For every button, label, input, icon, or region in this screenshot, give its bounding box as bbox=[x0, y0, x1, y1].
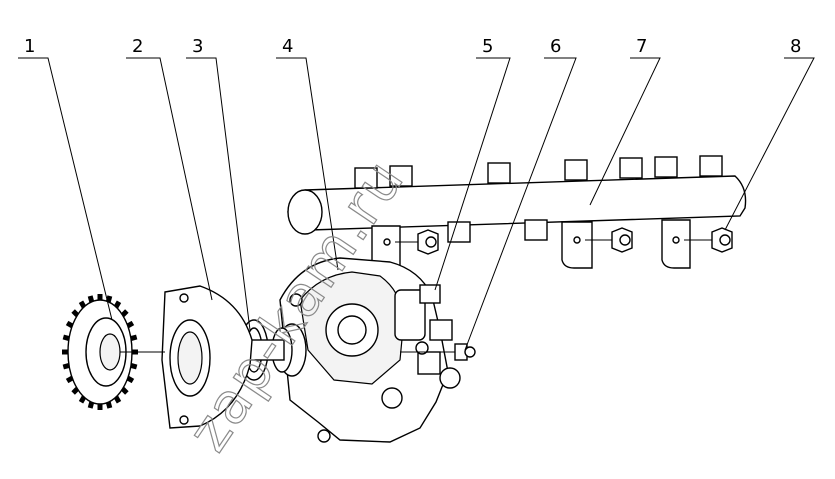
shaft-collar bbox=[247, 323, 307, 377]
gear-tooth bbox=[71, 309, 80, 317]
fuel-pump-icon bbox=[279, 257, 461, 443]
gear-tooth bbox=[65, 375, 74, 384]
callout-2: 2 bbox=[132, 36, 143, 57]
gear-tooth bbox=[62, 363, 70, 370]
callout-6: 6 bbox=[550, 36, 561, 57]
gear-tooth bbox=[113, 395, 122, 404]
drive-gear-icon bbox=[62, 294, 165, 410]
gear-tooth bbox=[62, 334, 70, 341]
gear-tooth bbox=[130, 363, 138, 370]
gear-tooth bbox=[126, 375, 135, 384]
callout-1: 1 bbox=[24, 36, 35, 57]
flange-plate-icon bbox=[161, 285, 253, 429]
gear-tooth bbox=[120, 387, 129, 395]
gear-tooth bbox=[120, 309, 129, 317]
gear-tooth bbox=[78, 395, 87, 404]
callout-8: 8 bbox=[790, 36, 801, 57]
bolt-icon bbox=[684, 227, 733, 253]
bolt-icon bbox=[395, 229, 439, 255]
gear-tooth bbox=[78, 300, 87, 309]
gear-tooth bbox=[105, 401, 113, 409]
gear-tooth bbox=[87, 295, 95, 303]
gear-tooth bbox=[71, 387, 80, 395]
bolt-icon bbox=[585, 227, 633, 253]
gear-tooth bbox=[126, 320, 135, 329]
gear-tooth bbox=[130, 334, 138, 341]
callout-leaders bbox=[18, 57, 815, 351]
gear-tooth bbox=[105, 295, 113, 303]
callout-5: 5 bbox=[482, 36, 493, 57]
callout-7: 7 bbox=[636, 36, 647, 57]
gear-tooth bbox=[65, 320, 74, 329]
pipe-bolt-icon bbox=[400, 343, 476, 361]
gear-tooth bbox=[113, 300, 122, 309]
gear-tooth bbox=[87, 401, 95, 409]
callout-4: 4 bbox=[282, 36, 293, 57]
callout-3: 3 bbox=[192, 36, 203, 57]
fuel-rail-icon bbox=[287, 155, 747, 271]
